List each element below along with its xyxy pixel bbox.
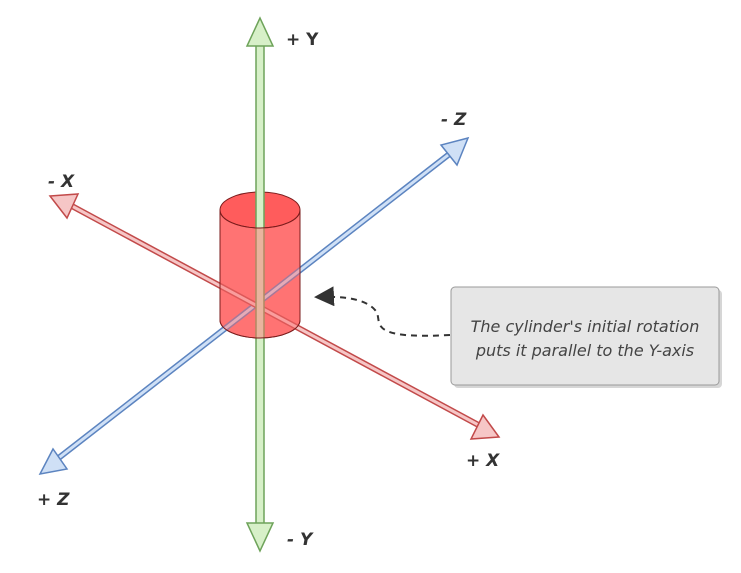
callout-box (450, 286, 720, 386)
cylinder-front-overlay (219, 209, 301, 339)
x-axis (48, 193, 501, 440)
plus-y-label: + Y (286, 30, 319, 50)
y-axis (245, 16, 275, 553)
plus-z-label: + Z (37, 490, 70, 510)
minus-z-label: - Z (441, 110, 467, 130)
plus-y-arrowhead (245, 16, 275, 47)
callout-text-line2: puts it parallel to the Y-axis (475, 341, 694, 360)
callout-text-line1: The cylinder's initial rotation (471, 317, 700, 336)
callout: The cylinder's initial rotation puts it … (450, 286, 722, 388)
plus-x-label: + X (466, 451, 500, 471)
minus-z-arrowhead (439, 136, 470, 167)
minus-y-label: - Y (287, 530, 314, 550)
minus-y-arrowhead (245, 522, 275, 553)
plus-z-arrowhead (38, 447, 69, 476)
minus-x-arrowhead (48, 193, 80, 220)
callout-connector (314, 286, 451, 337)
minus-x-label: - X (48, 172, 75, 192)
plus-x-arrowhead (469, 413, 501, 440)
